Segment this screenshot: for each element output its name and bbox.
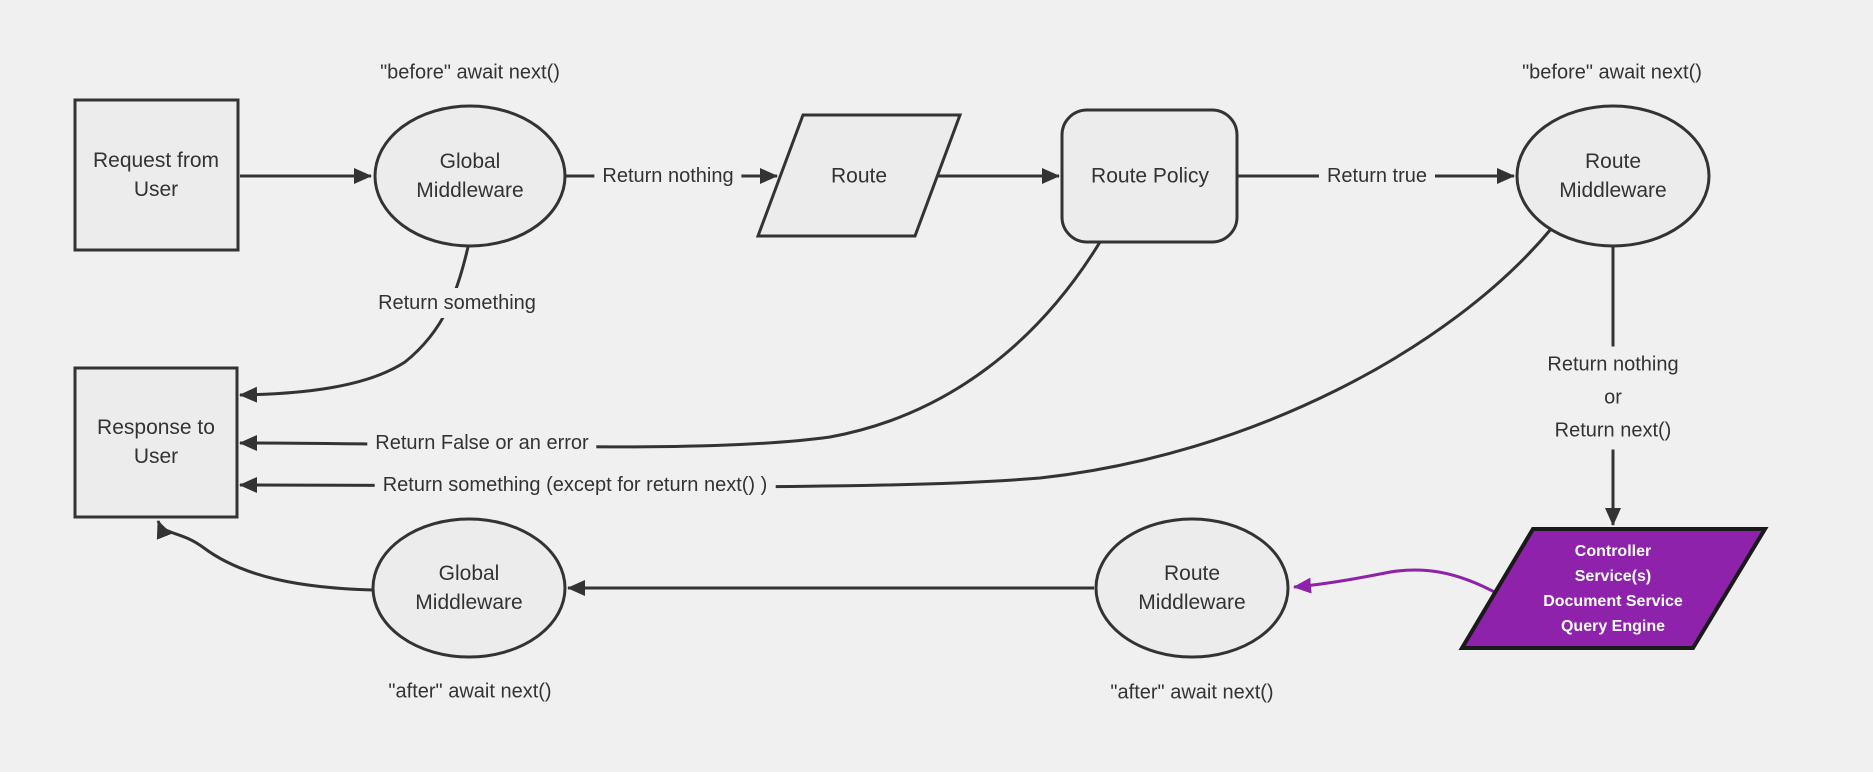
node-controller-services	[1458, 527, 1769, 650]
request-from-user-label: Request from User	[92, 149, 220, 201]
route-middleware-top-label: Route Middleware	[1559, 150, 1667, 202]
return-nothing-edge-label: Return nothing	[594, 161, 742, 191]
return-something-except-edge-label: Return something (except for return next…	[374, 470, 776, 500]
edge-global-middleware-after-to-response	[156, 520, 374, 592]
edge-return-something-to-response	[239, 246, 470, 403]
return-false-or-error-edge-label: Return False or an error	[367, 428, 597, 458]
node-global-middleware-bottom	[371, 517, 567, 659]
return-nothing-or-next-edge-label: Return nothing or Return next()	[1539, 346, 1687, 450]
node-route-middleware-bottom	[1094, 517, 1290, 659]
node-route-middleware-top	[1515, 104, 1711, 248]
response-to-user-label: Response to User	[97, 416, 215, 468]
route-middleware-bottom-label: Route Middleware	[1138, 562, 1246, 614]
controller-services-label: Controller Service(s) Document Service Q…	[1543, 543, 1683, 635]
after-await-next-route-annotation: "after" await next()	[1110, 681, 1274, 704]
return-true-edge-label: Return true	[1318, 161, 1436, 191]
before-await-next-route-annotation: "before" await next()	[1522, 61, 1702, 84]
node-response-to-user	[73, 366, 239, 519]
before-await-next-global-annotation: "before" await next()	[380, 61, 560, 84]
node-route-policy	[1060, 108, 1239, 244]
global-middleware-top-label: Global Middleware	[416, 150, 524, 202]
edge-controller-to-route-middleware-after	[1293, 568, 1501, 597]
return-something-edge-label: Return something	[370, 288, 544, 318]
node-global-middleware-top	[373, 104, 567, 248]
global-middleware-bottom-label: Global Middleware	[415, 562, 523, 614]
route-label: Route	[830, 164, 888, 188]
node-route	[755, 113, 963, 238]
node-request-from-user	[73, 98, 240, 252]
route-policy-label: Route Policy	[1091, 164, 1209, 188]
edge-return-false-to-response	[239, 241, 1102, 452]
after-await-next-global-annotation: "after" await next()	[388, 680, 552, 703]
